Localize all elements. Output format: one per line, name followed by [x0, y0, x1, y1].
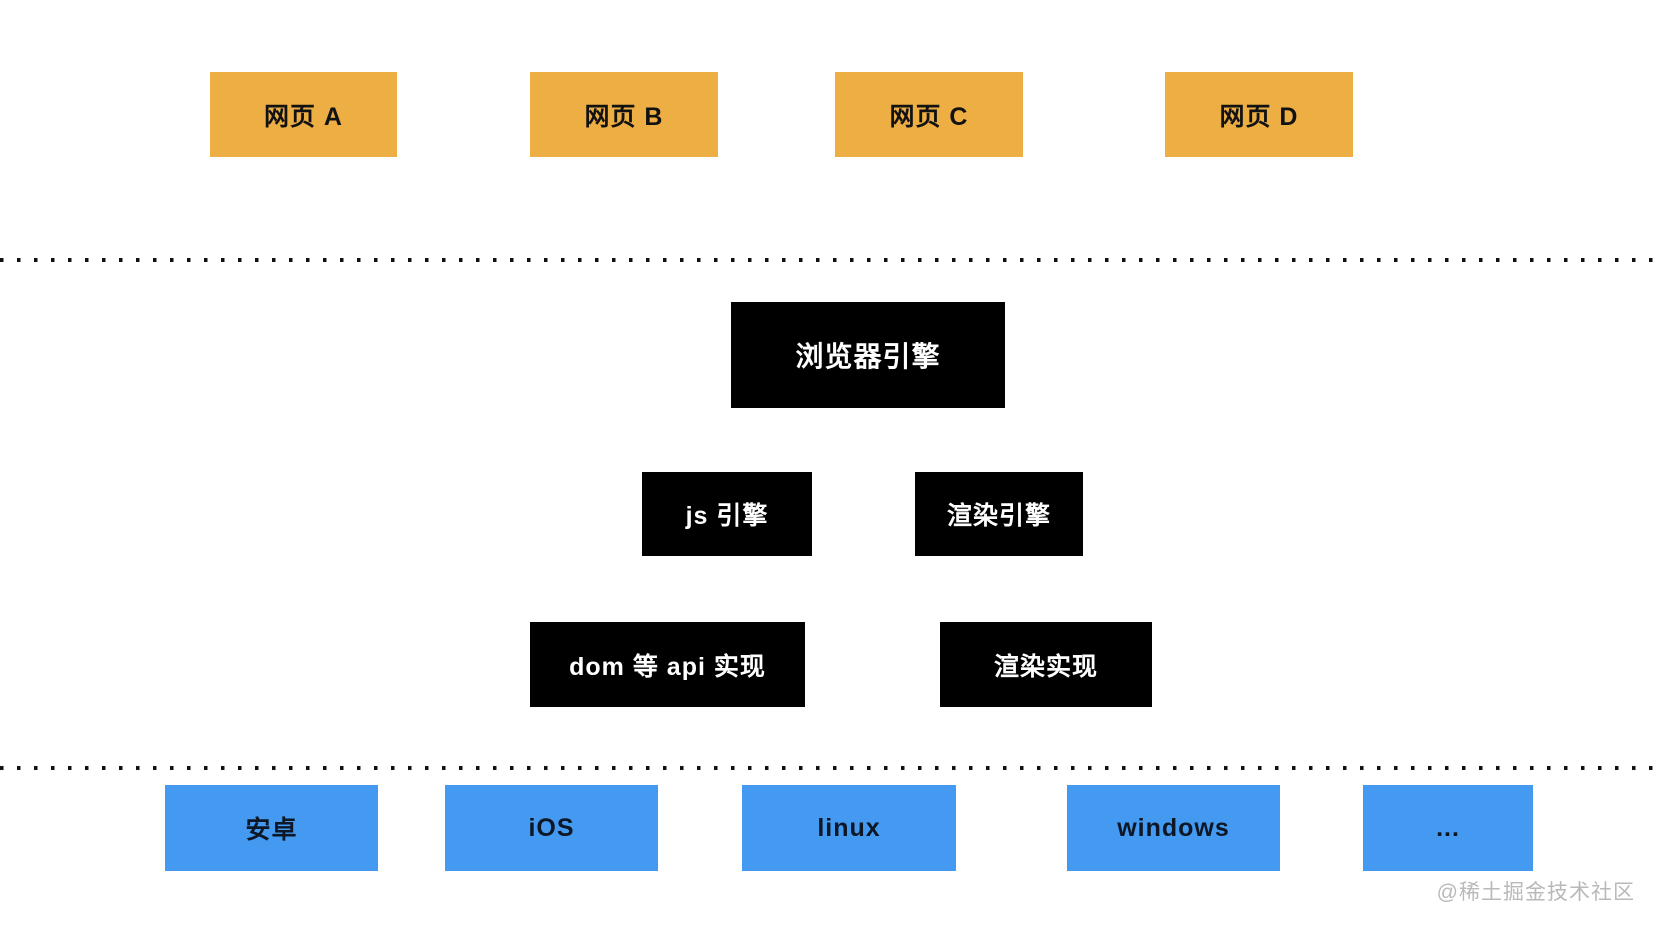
- separator-line-bottom: [0, 766, 1656, 770]
- node-webpage-a: 网页 A: [210, 72, 397, 157]
- node-linux: linux: [742, 785, 956, 871]
- watermark: @稀土掘金技术社区: [1436, 881, 1635, 904]
- node-webpage-c: 网页 C: [835, 72, 1023, 157]
- node-render-implementation: 渲染实现: [940, 622, 1152, 707]
- node-webpage-d: 网页 D: [1165, 72, 1353, 157]
- node-webpage-b: 网页 B: [530, 72, 718, 157]
- node-ios: iOS: [445, 785, 658, 871]
- node-js-engine: js 引擎: [642, 472, 812, 556]
- node-android: 安卓: [165, 785, 378, 871]
- node-ellipsis: ...: [1363, 785, 1533, 871]
- node-render-engine: 渲染引擎: [915, 472, 1083, 556]
- node-browser-engine: 浏览器引擎: [731, 302, 1005, 408]
- node-windows: windows: [1067, 785, 1280, 871]
- separator-line-top: [0, 258, 1656, 262]
- node-dom-api-implementation: dom 等 api 实现: [530, 622, 805, 707]
